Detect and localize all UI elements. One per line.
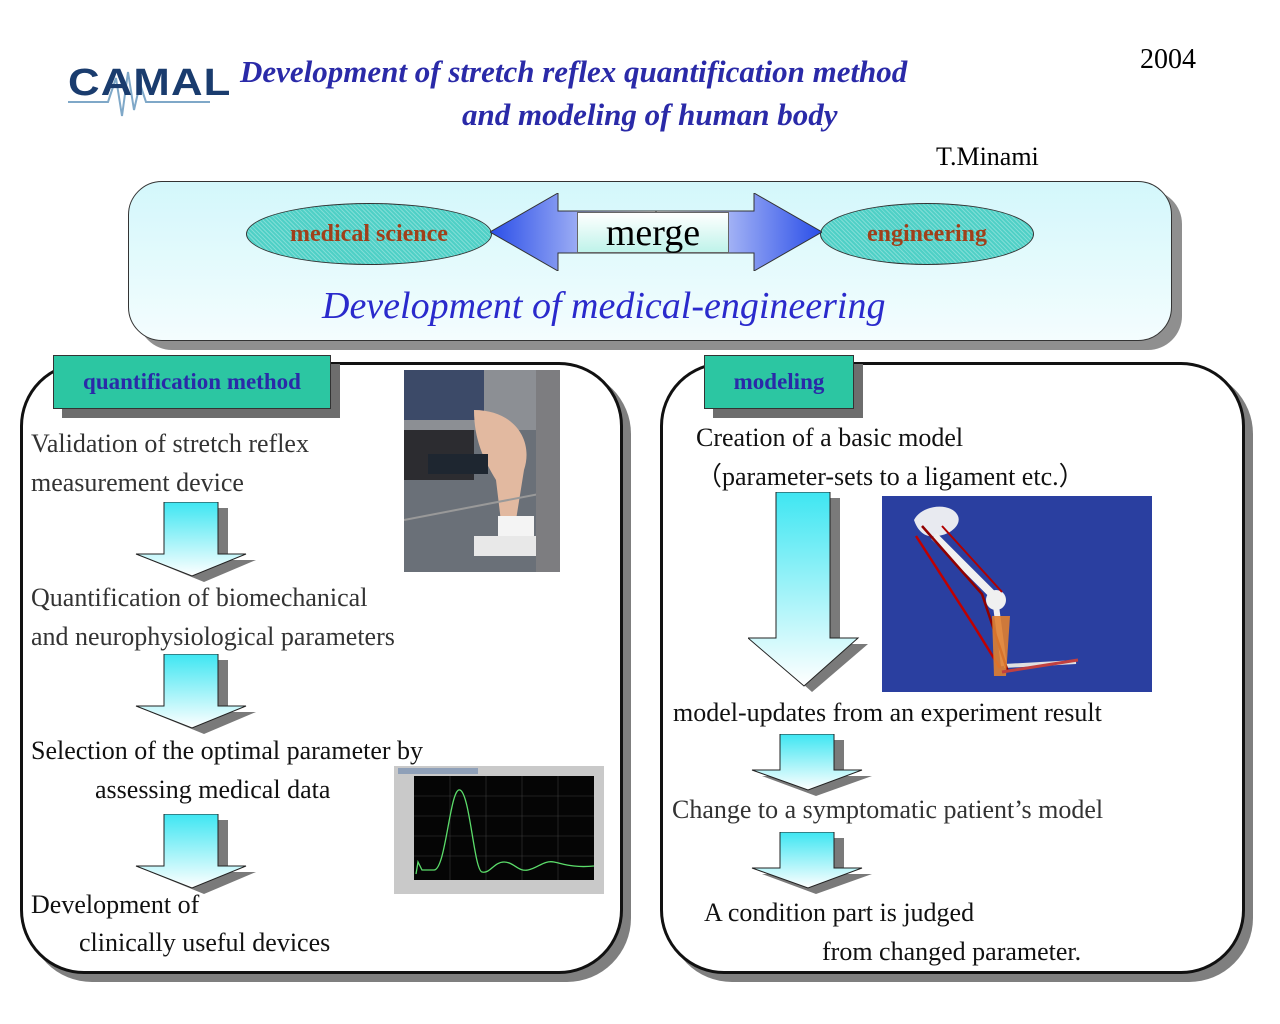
down-arrow-icon bbox=[135, 654, 256, 734]
merge-label: merge bbox=[605, 211, 701, 254]
right-step1-line1: Creation of a basic model bbox=[696, 423, 964, 452]
right-step4-line2: from changed parameter. bbox=[822, 937, 1082, 966]
left-step1-line1: Validation of stretch reflex bbox=[31, 429, 309, 458]
left-step2-line2: and neurophysiological parameters bbox=[31, 622, 395, 651]
down-arrow-icon bbox=[751, 734, 872, 796]
modeling-tag-label: modeling bbox=[733, 369, 825, 394]
right-step1-line2: （parameter-sets to a ligament etc.） bbox=[696, 462, 1085, 491]
left-step4-line1: Development of bbox=[31, 890, 200, 919]
down-arrow-icon bbox=[751, 832, 872, 894]
right-step4-line1: A condition part is judged bbox=[704, 898, 975, 927]
modeling-tag: modeling bbox=[704, 355, 854, 409]
left-step3-line1: Selection of the optimal parameter by bbox=[31, 736, 424, 765]
merge-label-box: merge bbox=[577, 211, 729, 254]
left-step3-line2: assessing medical data bbox=[95, 775, 331, 804]
long-down-arrow-icon bbox=[748, 492, 868, 692]
quantification-tag: quantification method bbox=[53, 355, 331, 409]
quantification-tag-label: quantification method bbox=[83, 369, 301, 394]
left-step1-line2: measurement device bbox=[31, 468, 244, 497]
merge-subtitle: Development of medical-engineering bbox=[322, 285, 886, 327]
leg-model-illustration bbox=[882, 496, 1152, 692]
engineering-label: engineering bbox=[867, 220, 987, 247]
year-label: 2004 bbox=[1140, 44, 1196, 75]
leg-measurement-photo bbox=[404, 370, 560, 572]
reflex-response-chart bbox=[394, 766, 604, 894]
leg-photo-illustration bbox=[404, 370, 560, 572]
logo-waveform-icon bbox=[68, 71, 210, 117]
right-step3: Change to a symptomatic patient’s model bbox=[672, 795, 1104, 824]
logo-text: CAMAL bbox=[68, 62, 232, 104]
down-arrow-icon bbox=[135, 814, 256, 894]
right-step2: model-updates from an experiment result bbox=[673, 698, 1102, 727]
left-step2-line1: Quantification of biomechanical bbox=[31, 583, 368, 612]
left-step4-line2: clinically useful devices bbox=[79, 928, 331, 957]
title-line-1: Development of stretch reflex quantifica… bbox=[240, 54, 908, 89]
medical-science-label: medical science bbox=[290, 220, 448, 247]
camal-logo: CAMAL bbox=[68, 58, 230, 122]
author-label: T.Minami bbox=[936, 142, 1039, 171]
engineering-oval: engineering bbox=[820, 203, 1034, 265]
medical-science-oval: medical science bbox=[246, 203, 492, 265]
title-line-2: and modeling of human body bbox=[462, 97, 838, 132]
down-arrow-icon bbox=[135, 502, 256, 582]
